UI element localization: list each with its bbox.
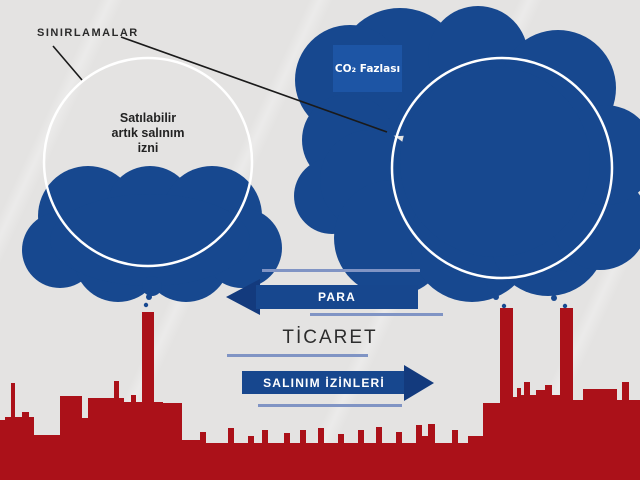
sellable-permit-line-2: artık salınım — [111, 126, 185, 140]
right-cap-circle-outline — [390, 56, 614, 280]
money-arrow-label: PARA — [256, 285, 418, 309]
divider-line-below-trade — [227, 354, 368, 357]
caps-label: SINIRLAMALAR — [37, 27, 139, 39]
co2-surplus-badge: CO₂ Fazlası — [333, 45, 402, 92]
right-cloud-tail-2 — [550, 270, 572, 292]
sellable-permit-line-3: izni — [137, 141, 159, 155]
sellable-permit-line-1: Satılabilir — [119, 111, 177, 125]
trade-heading: TİCARET — [282, 327, 378, 348]
right-emissions-cloud — [294, 6, 640, 302]
divider-line-top — [262, 269, 420, 272]
caps-leader-lines — [52, 36, 388, 133]
right-cloud-tail-1 — [486, 270, 508, 292]
divider-line-bottom — [258, 404, 402, 407]
leader-line-right — [120, 36, 388, 133]
emission-permits-arrow: SALINIM İZİNLERİ — [242, 365, 434, 401]
right-arrowhead-icon — [404, 365, 434, 401]
smoke-dots — [143, 294, 568, 309]
emission-permits-arrow-label: SALINIM İZİNLERİ — [242, 371, 406, 394]
left-cap-circle-outline — [42, 56, 254, 268]
divider-line-below-money — [310, 313, 443, 316]
left-cloud-tail — [142, 276, 162, 296]
money-arrow: PARA — [226, 279, 418, 315]
sellable-permit-label: Satılabilir artık salınım izni — [78, 111, 218, 156]
leader-line-left — [52, 45, 83, 81]
left-emissions-cloud — [22, 166, 282, 302]
factory-skyline — [0, 308, 640, 480]
left-arrowhead-icon — [226, 279, 260, 315]
